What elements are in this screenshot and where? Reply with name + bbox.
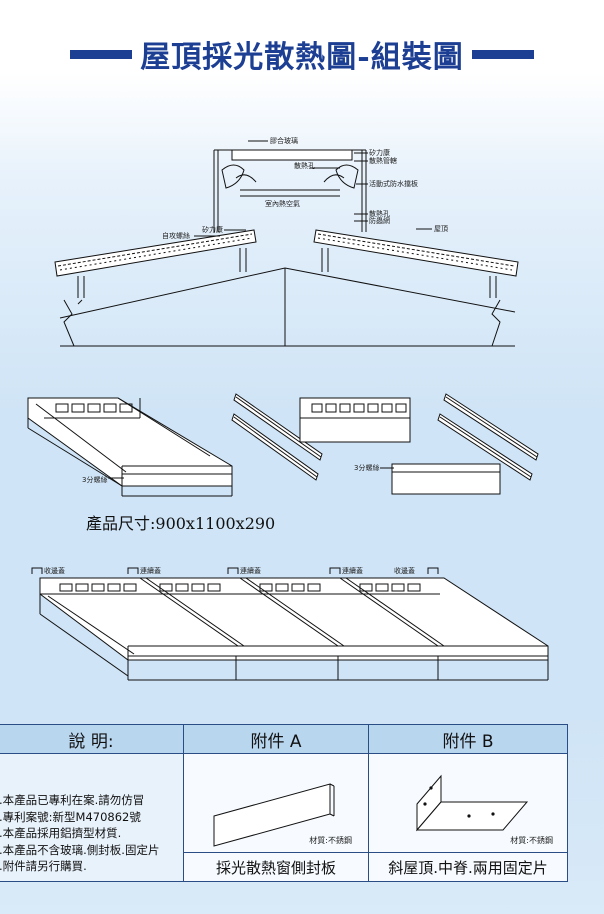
header-accessory-a: 附件 A xyxy=(183,724,369,754)
label-insect-net: 防蟲網 xyxy=(369,216,390,225)
label-vent-hole: 散熱孔 xyxy=(294,161,315,170)
title-bar-left xyxy=(70,49,133,59)
title-bar-right xyxy=(471,49,534,59)
label-cap-mid1: 連續蓋 xyxy=(140,566,161,575)
notes-cell: .本產品已專利在案.請勿仿冒 .專利案號:新型M470862號 .本產品採用鋁擠… xyxy=(0,753,184,882)
rails-left xyxy=(231,393,323,481)
long-assembly xyxy=(31,567,549,681)
material-a: 材質:不銹鋼 xyxy=(309,836,352,845)
label-indoor-air: 室內熱空氣 xyxy=(265,199,300,208)
label-roof: 屋頂 xyxy=(434,225,448,233)
caption-b: 斜屋頂.中脊.兩用固定片 xyxy=(368,852,568,882)
label-vent-louver: 散熱管轄 xyxy=(369,156,397,165)
label-self-tap-screw: 自攻螺絲 xyxy=(162,231,190,240)
side-cover-plate-image xyxy=(213,783,335,847)
frame-assembly-left xyxy=(27,397,233,497)
label-screw-left: 3分螺絲 xyxy=(82,475,107,484)
label-cap-left: 收邊蓋 xyxy=(44,566,65,575)
label-cap-mid3: 連續蓋 xyxy=(342,566,363,575)
label-vent-hole-right: 散熱孔 xyxy=(369,209,390,218)
note-5: .附件請另行購買. xyxy=(0,859,87,873)
caption-a: 採光散熱窗側封板 xyxy=(183,852,369,882)
label-screw-right: 3分螺絲 xyxy=(354,463,379,472)
cross-section-diagram xyxy=(54,140,519,347)
fixing-bracket-image xyxy=(415,774,529,832)
header-accessory-b: 附件 B xyxy=(368,724,568,754)
header-description: 說 明: xyxy=(0,724,184,754)
label-cap-right: 收邊蓋 xyxy=(394,566,415,575)
title-row: 屋頂採光散熱圖-組裝圖 xyxy=(0,28,604,80)
accessory-a-image-cell: 材質:不銹鋼 xyxy=(183,753,369,853)
spec-table: 說 明: 附件 A 附件 B .本產品已專利在案.請勿仿冒 .專利案號:新型M4… xyxy=(0,724,568,882)
product-size: 產品尺寸:900x1100x290 xyxy=(86,514,276,533)
label-silicone-left: 矽力康 xyxy=(202,225,223,234)
label-cap-mid2: 連續蓋 xyxy=(240,566,261,575)
note-2: .專利案號:新型M470862號 xyxy=(0,809,141,824)
material-b: 材質:不銹鋼 xyxy=(510,836,553,845)
accessory-b-image-cell: 材質:不銹鋼 xyxy=(368,753,568,853)
rails-right xyxy=(437,393,539,481)
page-title: 屋頂採光散熱圖-組裝圖 xyxy=(140,40,464,75)
note-4: .本產品不含玻璃.側封板.固定片 xyxy=(0,842,160,857)
frame-assembly-right xyxy=(299,397,501,495)
label-waterproof-plate: 活動式防水擋板 xyxy=(369,179,418,188)
note-1: .本產品已專利在案.請勿仿冒 xyxy=(0,793,145,807)
label-silicone-top: 矽力康 xyxy=(369,148,390,157)
note-3: .本產品採用鋁擠型材質. xyxy=(0,826,122,840)
label-glass: 膠合玻璃 xyxy=(270,136,298,145)
